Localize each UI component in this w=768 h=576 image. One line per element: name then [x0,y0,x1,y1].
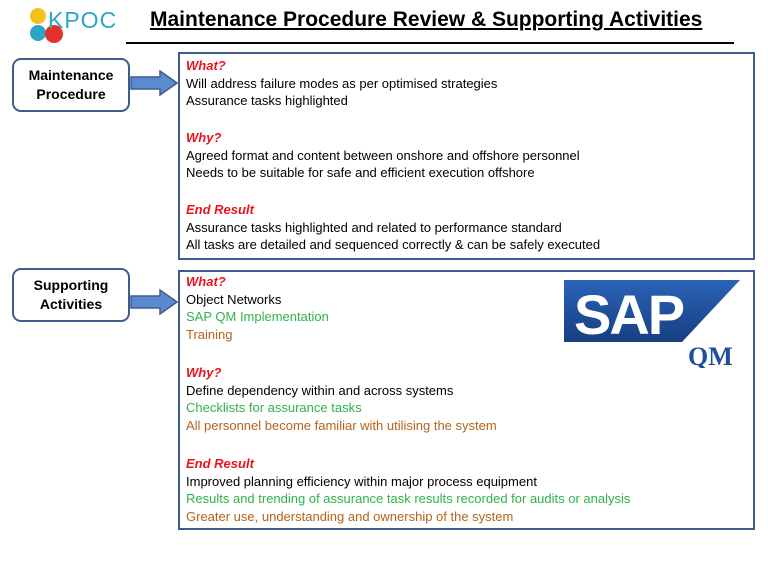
maintenance-what-heading: What? [186,58,226,73]
maintenance-why-section: Why? Agreed format and content between o… [186,129,580,182]
supporting-result-heading: End Result [186,456,254,471]
maintenance-what-line: Will address failure modes as per optimi… [186,75,498,91]
arrow-right-icon [130,289,178,315]
supporting-why-section: Why? Define dependency within and across… [186,364,497,434]
supporting-what-line: Object Networks [186,291,282,307]
logo-red-dot [45,25,63,43]
title-rule [126,42,734,44]
supporting-why-heading: Why? [186,365,222,380]
supporting-activities-label: Supporting Activities [12,268,130,322]
supporting-result-line: Greater use, understanding and ownership… [186,508,514,524]
supporting-why-line: Define dependency within and across syst… [186,382,454,398]
maintenance-procedure-panel: What? Will address failure modes as per … [178,52,755,260]
logo-text: KPOC [48,7,118,33]
supporting-what-line: SAP QM Implementation [186,309,329,324]
sap-logo-shape [564,280,740,342]
arrow-right-icon [130,70,178,96]
maintenance-what-line: Assurance tasks highlighted [186,93,348,108]
maintenance-result-line: All tasks are detailed and sequenced cor… [186,237,601,252]
sap-qm-logo: SAP QM [564,280,740,368]
maintenance-result-heading: End Result [186,202,254,217]
sap-logo-brand: SAP [574,283,684,346]
maintenance-why-line: Needs to be suitable for safe and effici… [186,165,535,180]
supporting-activities-label-text: Supporting Activities [33,277,109,312]
supporting-why-line: Checklists for assurance tasks [186,400,362,415]
page-title: Maintenance Procedure Review & Supportin… [150,8,703,31]
maintenance-why-heading: Why? [186,130,222,145]
supporting-activities-panel: What? Object Networks SAP QM Implementat… [178,270,755,530]
maintenance-procedure-label-text: Maintenance Procedure [28,67,114,102]
maintenance-why-line: Agreed format and content between onshor… [186,147,580,163]
supporting-what-line: Training [186,326,233,342]
supporting-what-section: What? Object Networks SAP QM Implementat… [186,273,329,343]
logo-blue-dot [30,25,46,41]
sap-logo-module: QM [688,342,733,368]
maintenance-result-line: Assurance tasks highlighted and related … [186,219,562,235]
supporting-result-section: End Result Improved planning efficiency … [186,455,630,525]
maintenance-what-section: What? Will address failure modes as per … [186,57,497,110]
maintenance-procedure-label: Maintenance Procedure [12,58,130,112]
supporting-what-heading: What? [186,274,226,289]
logo-yellow-dot [30,8,46,24]
kpoc-logo: KPOC [28,6,128,48]
maintenance-result-section: End Result Assurance tasks highlighted a… [186,201,600,254]
supporting-result-line: Results and trending of assurance task r… [186,491,631,506]
supporting-why-line: All personnel become familiar with utili… [186,417,497,433]
supporting-result-line: Improved planning efficiency within majo… [186,473,537,489]
